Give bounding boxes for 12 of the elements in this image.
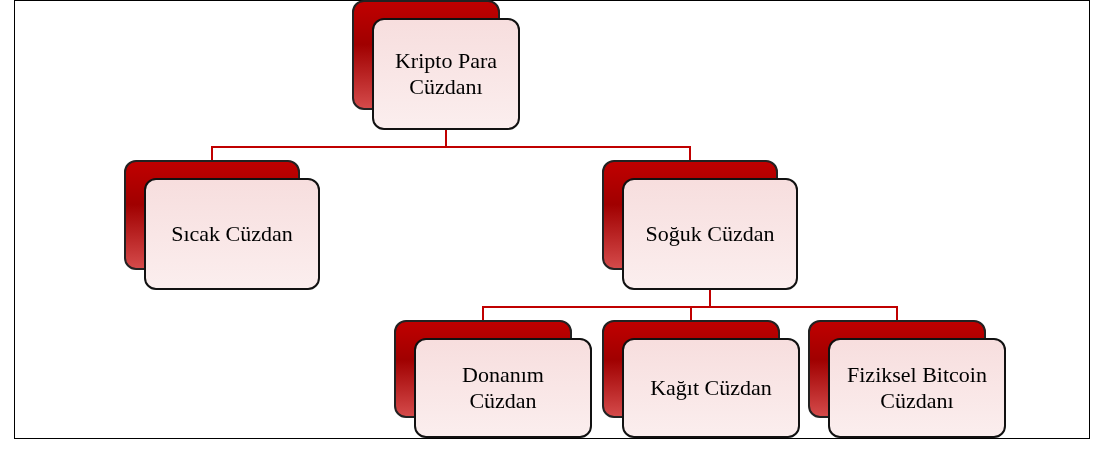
- stacked-box: [808, 320, 1006, 438]
- box-label: Kripto Para Cüzdanı: [394, 47, 498, 101]
- stacked-box: [352, 0, 520, 130]
- stacked-box: [124, 160, 320, 290]
- stacked-box: [394, 320, 592, 438]
- box-label: Sıcak Cüzdan: [171, 220, 293, 248]
- stacked-box: [602, 160, 798, 290]
- box-label: Kağıt Cüzdan: [650, 374, 772, 402]
- box-label: Donanım Cüzdan: [461, 361, 545, 415]
- stacked-box: [602, 320, 800, 438]
- box-label: Soğuk Cüzdan: [645, 220, 775, 248]
- box-label: Fiziksel Bitcoin Cüzdanı: [846, 361, 988, 415]
